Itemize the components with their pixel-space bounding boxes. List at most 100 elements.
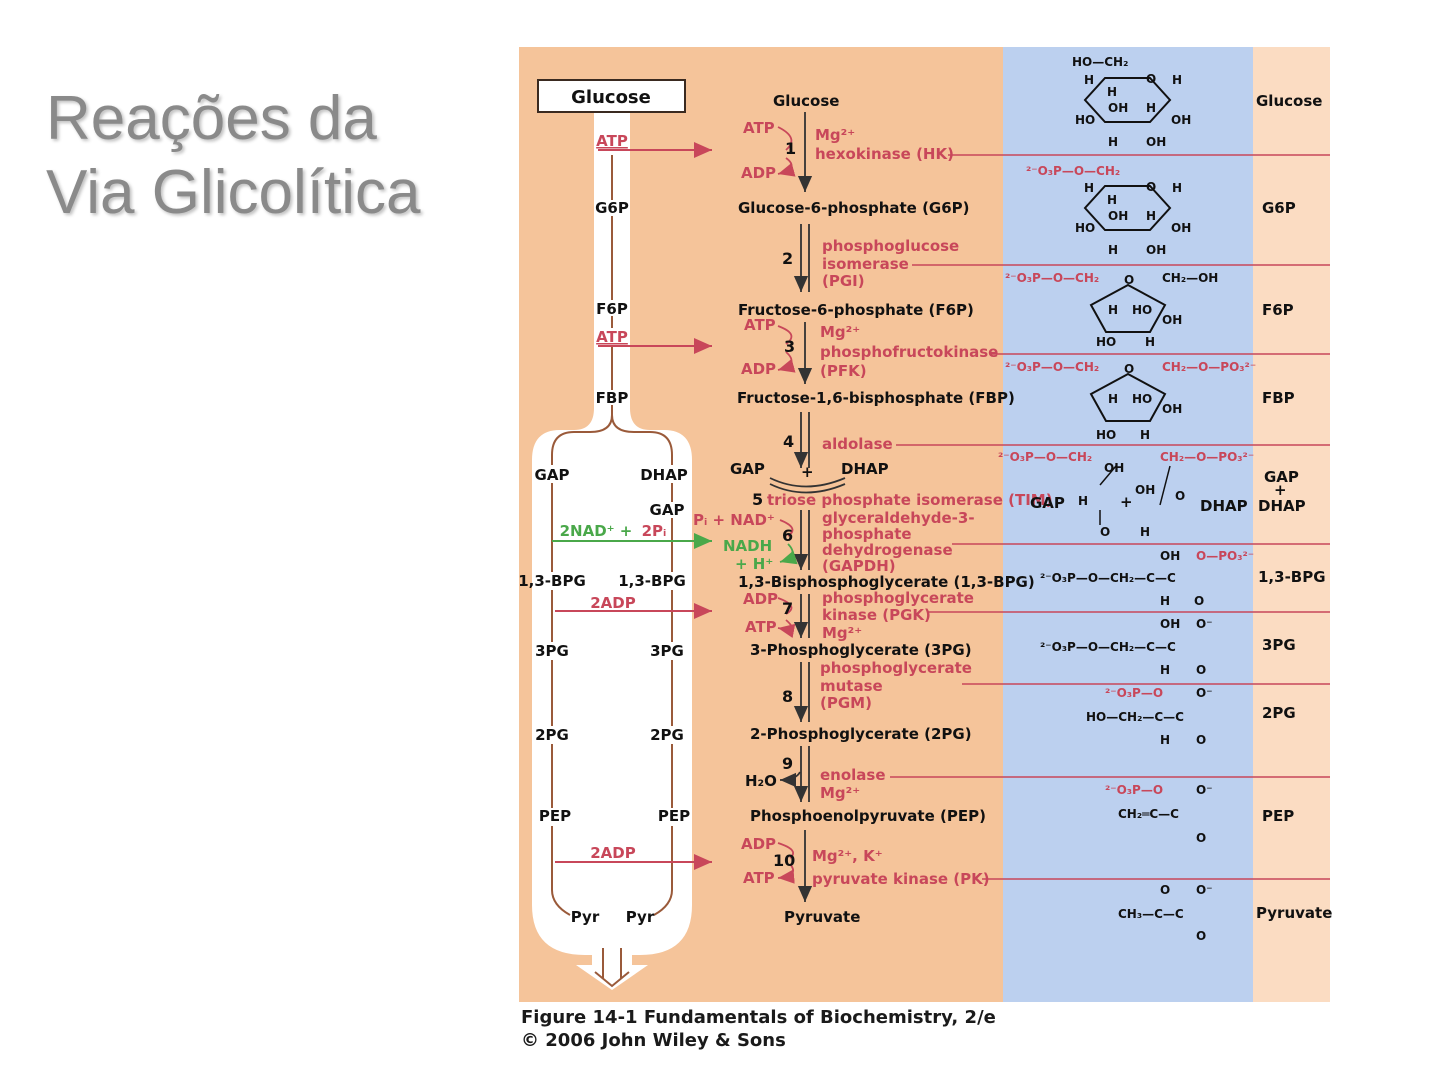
svg-text:O—PO₃²⁻: O—PO₃²⁻ bbox=[1196, 549, 1254, 563]
svg-text:²⁻O₃P—O—CH₂: ²⁻O₃P—O—CH₂ bbox=[998, 450, 1092, 464]
svg-text:O⁻: O⁻ bbox=[1196, 686, 1213, 700]
pipe-right-pyr: Pyr bbox=[626, 908, 655, 926]
name-g6p: G6P bbox=[1262, 199, 1296, 217]
enz1-mg: Mg²⁺ bbox=[815, 126, 855, 144]
enz6-c: dehydrogenase bbox=[822, 541, 953, 559]
enz5: triose phosphate isomerase (TIM) bbox=[767, 491, 1053, 509]
svg-text:OH: OH bbox=[1162, 402, 1182, 416]
svg-text:O: O bbox=[1194, 594, 1204, 608]
step-10: 10 bbox=[773, 851, 795, 870]
svg-text:O: O bbox=[1175, 489, 1185, 503]
structure-pyruvate: O O⁻ CH₃—C—C O bbox=[1118, 883, 1213, 943]
enz2-b: isomerase bbox=[822, 255, 909, 273]
met-2pg: 2-Phosphoglycerate (2PG) bbox=[750, 725, 972, 743]
enz3-mg: Mg²⁺ bbox=[820, 323, 860, 341]
pipe-fbp: FBP bbox=[596, 389, 629, 407]
svg-text:H: H bbox=[1084, 73, 1094, 87]
structure-2pg: ²⁻O₃P—O O⁻ HO—CH₂—C—C H O bbox=[1086, 686, 1213, 747]
met-pyruvate: Pyruvate bbox=[784, 908, 860, 926]
pathway-arrows bbox=[769, 112, 846, 902]
name-fbp: FBP bbox=[1262, 389, 1295, 407]
step-9: 9 bbox=[782, 754, 793, 773]
structure-g6p: ²⁻O₃P—O—CH₂ H O H H OH H HO OH H OH bbox=[1026, 164, 1191, 257]
name-pep: PEP bbox=[1262, 807, 1294, 825]
enz4: aldolase bbox=[822, 435, 893, 453]
svg-text:H: H bbox=[1108, 243, 1118, 257]
svg-text:O⁻: O⁻ bbox=[1196, 617, 1213, 631]
svg-text:O⁻: O⁻ bbox=[1196, 883, 1213, 897]
met-dhap: DHAP bbox=[841, 460, 889, 478]
s6-in: Pᵢ + NAD⁺ bbox=[693, 511, 775, 529]
enz7-b: kinase (PGK) bbox=[822, 606, 931, 624]
pipe-right-pep: PEP bbox=[658, 807, 690, 825]
svg-text:H: H bbox=[1107, 85, 1117, 99]
structure-gap-dhap: ²⁻O₃P—O—CH₂ OH CH₂—O—PO₃²⁻ H OH O GAP + … bbox=[998, 450, 1254, 539]
svg-text:²⁻O₃P—O—CH₂: ²⁻O₃P—O—CH₂ bbox=[1005, 360, 1099, 374]
enz2-a: phosphoglucose bbox=[822, 237, 959, 255]
s10-atp: ATP bbox=[743, 869, 775, 887]
enz3-pfk: phosphofructokinase bbox=[820, 343, 998, 361]
met-3pg: 3-Phosphoglycerate (3PG) bbox=[750, 641, 972, 659]
svg-text:H: H bbox=[1172, 73, 1182, 87]
svg-text:H: H bbox=[1108, 303, 1118, 317]
met-fbp: Fructose-1,6-bisphosphate (FBP) bbox=[737, 389, 1015, 407]
met-bpg: 1,3-Bisphosphoglycerate (1,3-BPG) bbox=[738, 573, 1035, 591]
s1-adp: ADP bbox=[741, 164, 776, 182]
svg-text:O: O bbox=[1124, 273, 1134, 287]
step-8: 8 bbox=[782, 687, 793, 706]
svg-text:HO: HO bbox=[1132, 303, 1152, 317]
s6-nadh: NADH bbox=[723, 537, 772, 555]
enz9-a: enolase bbox=[820, 766, 886, 784]
s9-h2o: H₂O bbox=[745, 772, 777, 790]
copyright: © 2006 John Wiley & Sons bbox=[521, 1030, 786, 1051]
s3-atp: ATP bbox=[744, 316, 776, 334]
met-pep: Phosphoenolpyruvate (PEP) bbox=[750, 807, 986, 825]
svg-text:OH: OH bbox=[1160, 617, 1180, 631]
s6-h: + H⁺ bbox=[735, 555, 773, 573]
svg-text:OH: OH bbox=[1108, 209, 1128, 223]
name-13bpg: 1,3-BPG bbox=[1258, 568, 1326, 586]
svg-text:H: H bbox=[1146, 209, 1156, 223]
svg-text:O: O bbox=[1160, 883, 1170, 897]
svg-text:²⁻O₃P—O—CH₂—C—C: ²⁻O₃P—O—CH₂—C—C bbox=[1040, 640, 1176, 654]
svg-text:H: H bbox=[1145, 335, 1155, 349]
pipe-right-bpg: 1,3-BPG bbox=[618, 572, 686, 590]
s1-atp: ATP bbox=[743, 119, 775, 137]
structure-3pg: OH O⁻ ²⁻O₃P—O—CH₂—C—C H O bbox=[1040, 617, 1213, 677]
svg-text:O⁻: O⁻ bbox=[1196, 783, 1213, 797]
svg-text:HO: HO bbox=[1096, 428, 1116, 442]
svg-text:O: O bbox=[1196, 663, 1206, 677]
svg-text:HO—CH₂: HO—CH₂ bbox=[1072, 55, 1128, 69]
svg-text:HO: HO bbox=[1075, 113, 1095, 127]
svg-text:CH₂—OH: CH₂—OH bbox=[1162, 271, 1218, 285]
pipe-right-dhap: DHAP bbox=[640, 466, 688, 484]
svg-text:H: H bbox=[1146, 101, 1156, 115]
name-glucose: Glucose bbox=[1256, 92, 1322, 110]
pipe-adp-1: 2ADP bbox=[590, 594, 636, 612]
pipe-right-3pg: 3PG bbox=[650, 642, 684, 660]
svg-text:H: H bbox=[1108, 392, 1118, 406]
enz8-c: (PGM) bbox=[820, 694, 872, 712]
step-4: 4 bbox=[783, 432, 794, 451]
svg-text:O: O bbox=[1100, 525, 1110, 539]
pipe-left-gap: GAP bbox=[535, 466, 570, 484]
figure-caption: Figure 14-1 Fundamentals of Biochemistry… bbox=[521, 1007, 996, 1028]
svg-text:²⁻O₃P—O—CH₂—C—C: ²⁻O₃P—O—CH₂—C—C bbox=[1040, 571, 1176, 585]
s3-adp: ADP bbox=[741, 360, 776, 378]
svg-text:OH: OH bbox=[1108, 101, 1128, 115]
step-3: 3 bbox=[784, 337, 795, 356]
svg-text:H: H bbox=[1107, 193, 1117, 207]
structure-pep: ²⁻O₃P—O O⁻ CH₂═C—C O bbox=[1105, 783, 1213, 845]
svg-text:HO: HO bbox=[1075, 221, 1095, 235]
name-pyruvate: Pyruvate bbox=[1256, 904, 1332, 922]
glucose-box-label: Glucose bbox=[571, 87, 651, 108]
svg-text:O: O bbox=[1124, 362, 1134, 376]
met-g6p: Glucose-6-phosphate (G6P) bbox=[738, 199, 970, 217]
step-1: 1 bbox=[785, 139, 796, 158]
svg-text:HO: HO bbox=[1132, 392, 1152, 406]
enz1-hk: hexokinase (HK) bbox=[815, 145, 954, 163]
met-glucose: Glucose bbox=[773, 92, 839, 110]
slide-title: Reações da Via Glicolítica bbox=[46, 82, 420, 230]
svg-text:H: H bbox=[1172, 181, 1182, 195]
svg-text:CH₂—O—PO₃²⁻: CH₂—O—PO₃²⁻ bbox=[1162, 360, 1256, 374]
